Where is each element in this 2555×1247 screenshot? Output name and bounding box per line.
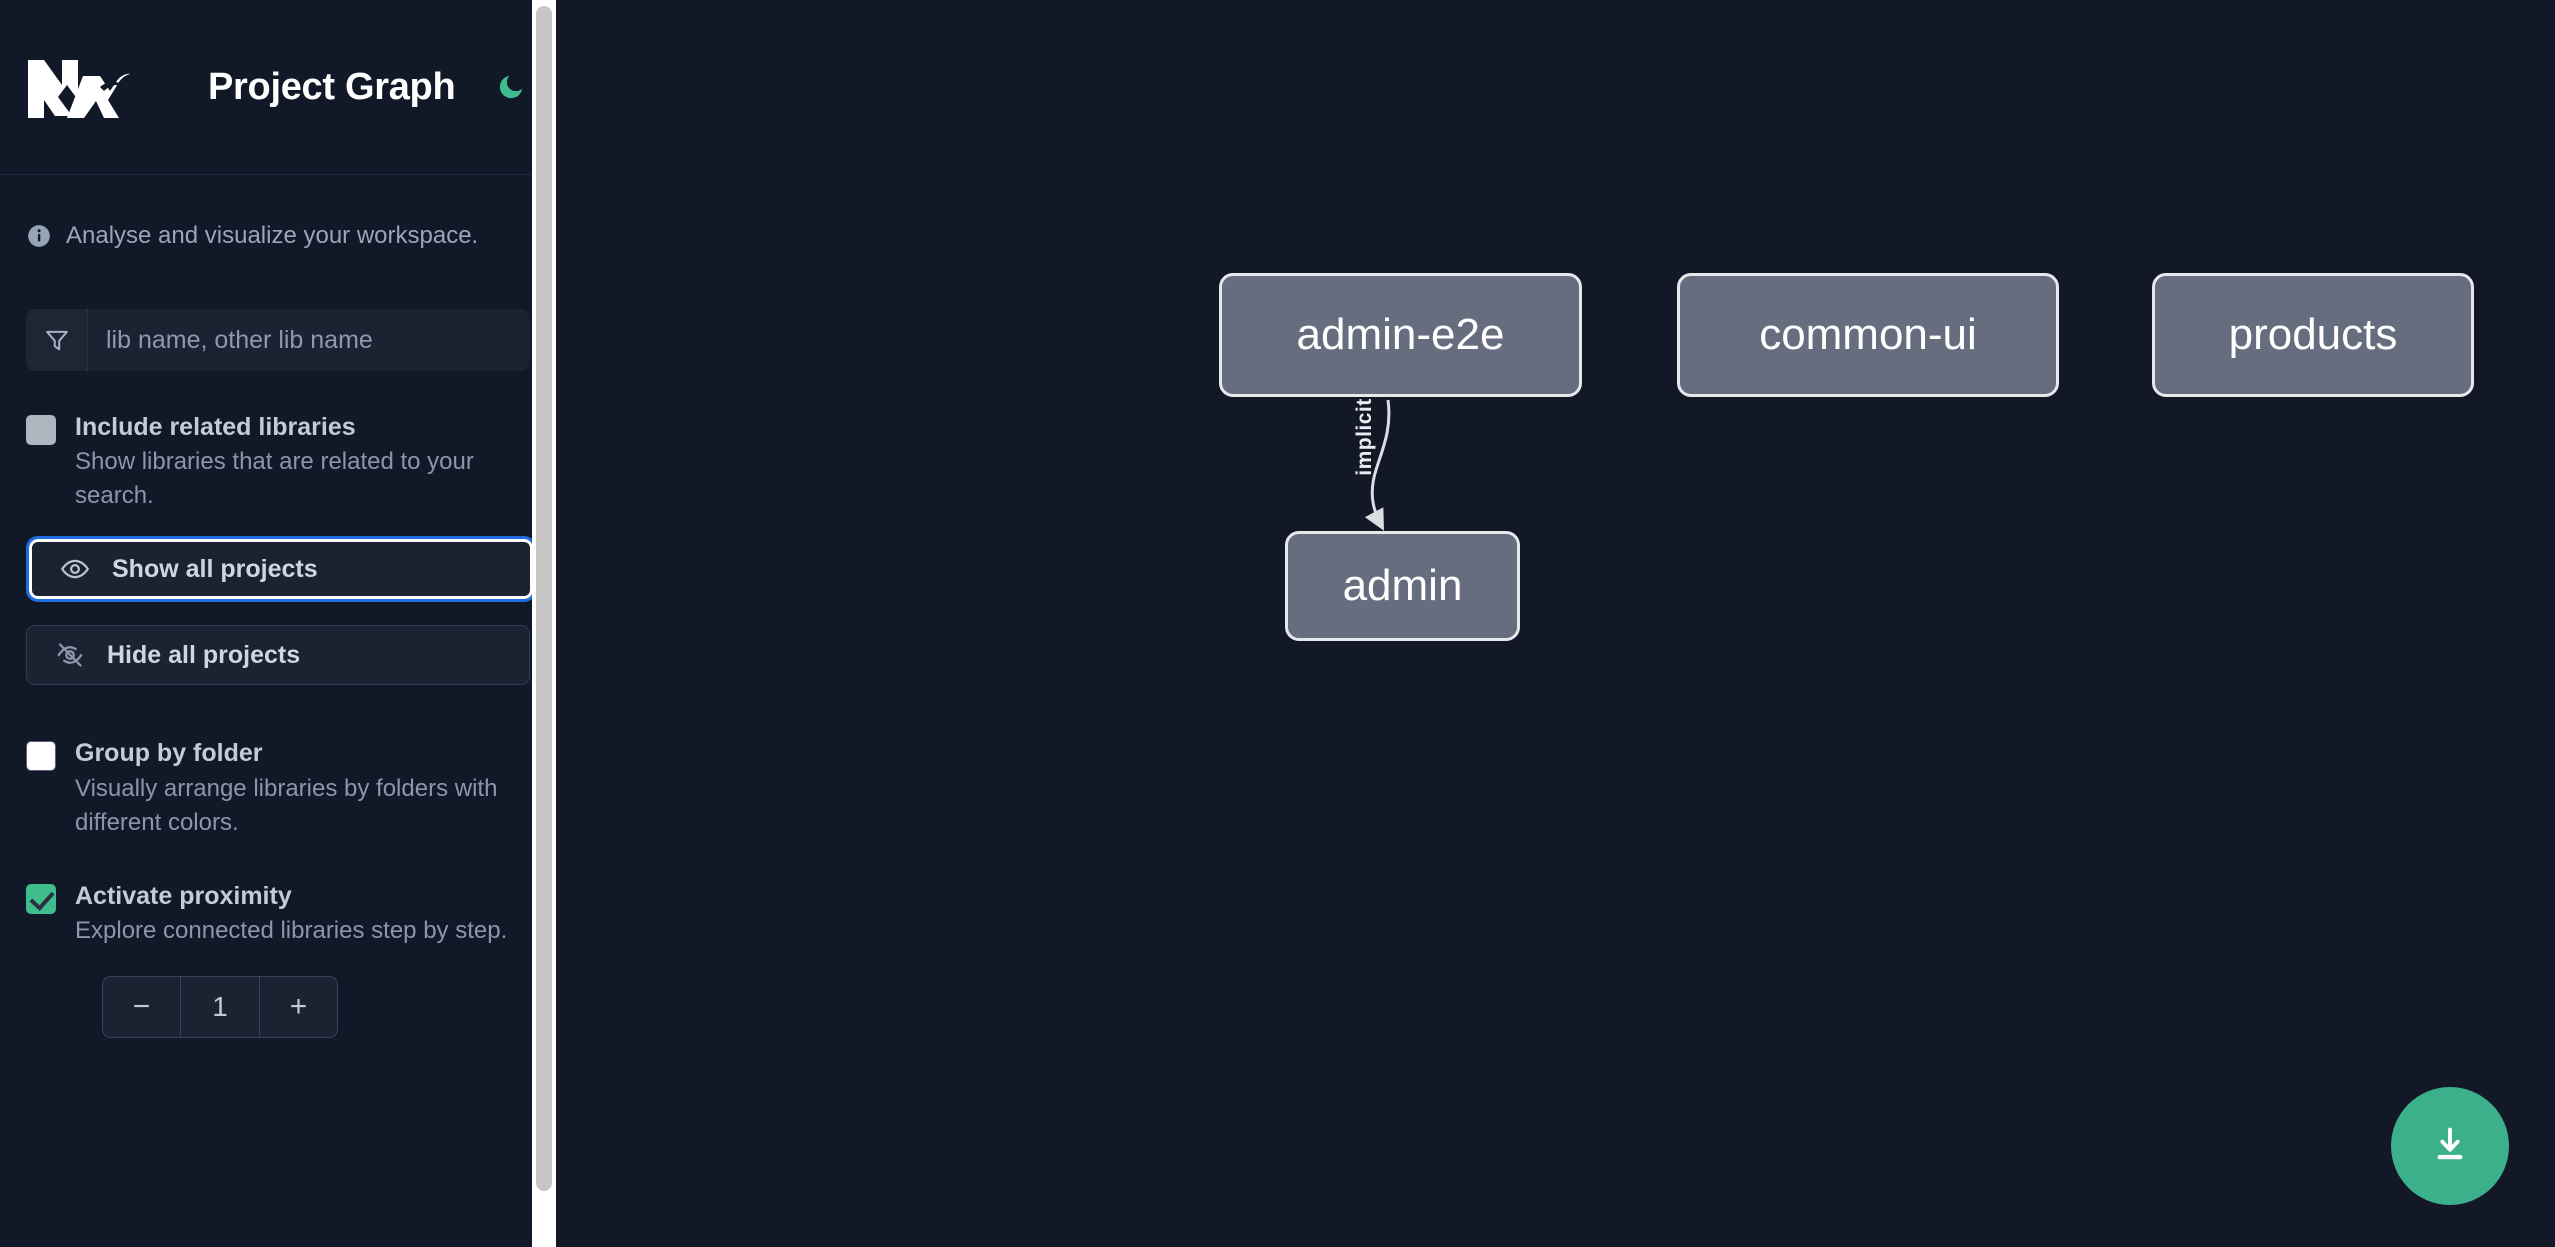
graph-node-label: common-ui	[1759, 310, 1977, 359]
option-title: Group by folder	[75, 739, 263, 768]
eye-icon	[60, 554, 90, 584]
filter-row[interactable]	[26, 309, 530, 371]
proximity-increment-button[interactable]: +	[259, 977, 337, 1038]
option-title: Activate proximity	[75, 881, 292, 910]
edge-label-admin-implicit: implicit	[1352, 398, 1376, 476]
hide-all-projects-button[interactable]: Hide all projects	[26, 625, 530, 686]
option-include-related-libraries[interactable]: Include related libraries Show libraries…	[26, 409, 530, 513]
tagline-text: Analyse and visualize your workspace.	[66, 222, 479, 249]
filter-funnel-icon	[26, 309, 88, 371]
graph-node-label: admin	[1342, 561, 1463, 610]
graph-node-products[interactable]: products	[2152, 273, 2474, 397]
info-icon	[26, 223, 52, 249]
option-description: Explore connected libraries step by step…	[75, 917, 508, 945]
option-description: Visually arrange libraries by folders wi…	[75, 774, 498, 836]
eye-off-icon	[55, 640, 85, 670]
proximity-decrement-button[interactable]: −	[103, 977, 181, 1038]
option-title: Include related libraries	[75, 413, 356, 441]
option-description: Show libraries that are related to your …	[75, 448, 474, 510]
graph-canvas[interactable]: admin-e2e common-ui products store-e2e a…	[556, 0, 2555, 1247]
sidebar-header: Project Graph	[0, 0, 556, 175]
download-icon	[2428, 1123, 2472, 1170]
tagline: Analyse and visualize your workspace.	[26, 219, 530, 253]
show-all-projects-button[interactable]: Show all projects	[26, 536, 536, 603]
moon-icon[interactable]	[491, 67, 531, 107]
graph-node-admin-e2e[interactable]: admin-e2e	[1219, 273, 1582, 397]
search-input[interactable]	[88, 309, 530, 371]
graph-node-common-ui[interactable]: common-ui	[1677, 273, 2059, 397]
option-activate-proximity[interactable]: Activate proximity Explore connected lib…	[26, 878, 530, 948]
proximity-value: 1	[212, 991, 228, 1023]
sidebar: Project Graph Analyse and visualize your…	[0, 0, 556, 1247]
graph-node-admin[interactable]: admin	[1285, 531, 1520, 641]
graph-node-label: products	[2228, 310, 2398, 359]
hide-all-projects-label: Hide all projects	[107, 640, 301, 669]
graph-edges	[1364, 399, 1391, 531]
sidebar-scrollbar[interactable]	[532, 0, 556, 1247]
activate-proximity-checkbox[interactable]	[26, 883, 56, 914]
sidebar-scrollbar-thumb[interactable]	[536, 6, 552, 1191]
sidebar-body: Analyse and visualize your workspace. In…	[0, 175, 556, 1039]
page-title: Project Graph	[208, 65, 456, 108]
proximity-stepper[interactable]: − 1 +	[102, 976, 338, 1039]
include-related-libraries-checkbox[interactable]	[26, 415, 56, 445]
show-all-projects-label: Show all projects	[112, 554, 318, 583]
nx-logo-icon	[26, 56, 130, 118]
edge-admin-e2e-to-admin	[1364, 399, 1391, 531]
graph-node-label: admin-e2e	[1296, 310, 1505, 359]
group-by-folder-checkbox[interactable]	[26, 741, 56, 772]
option-group-by-folder[interactable]: Group by folder Visually arrange librari…	[26, 735, 530, 839]
download-button[interactable]	[2391, 1087, 2509, 1205]
